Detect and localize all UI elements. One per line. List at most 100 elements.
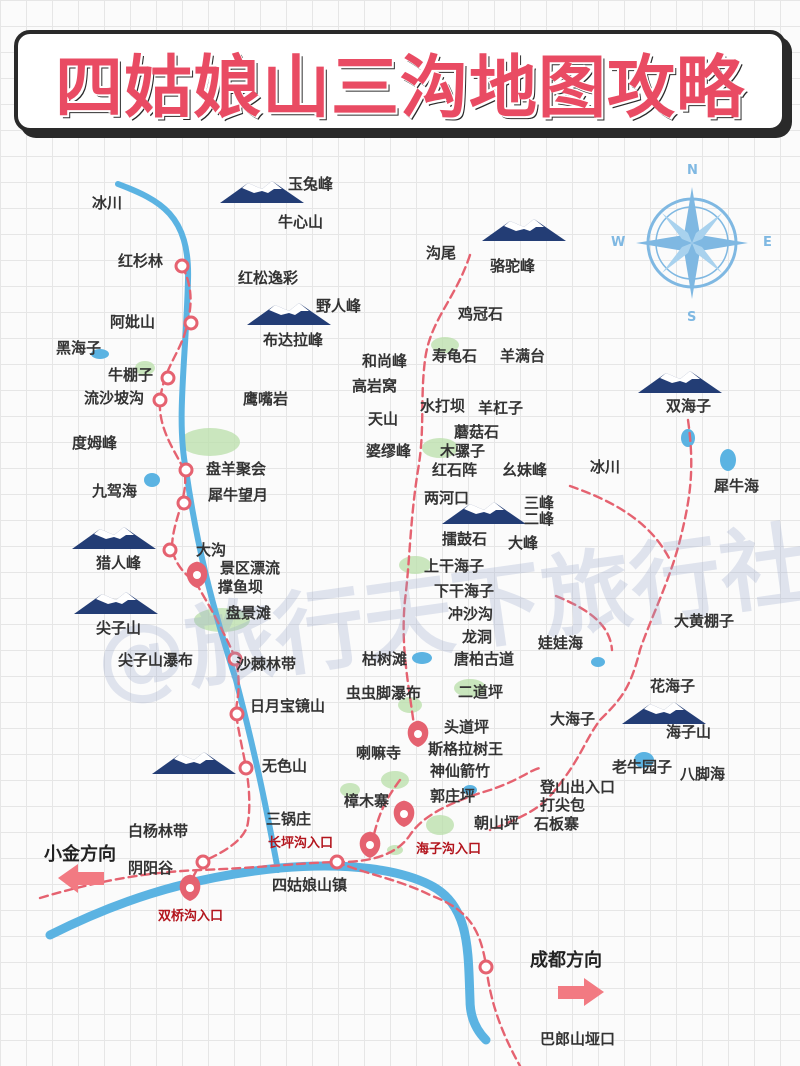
place-label: 尖子山 bbox=[96, 619, 142, 637]
place-label: 流沙坡沟 bbox=[84, 389, 145, 407]
place-label: 尖子山瀑布 bbox=[118, 651, 194, 669]
place-label: 鸡冠石 bbox=[458, 305, 504, 323]
compass-n-label: N bbox=[687, 163, 698, 178]
place-label: 阿妣山 bbox=[110, 313, 156, 331]
compass-rose-icon bbox=[636, 187, 748, 299]
place-label: 郭庄坪 bbox=[430, 787, 476, 805]
page-title: 四姑娘山三沟地图攻略 bbox=[54, 48, 745, 128]
place-label: 海子山 bbox=[666, 723, 712, 741]
place-label: 巴郎山垭口 bbox=[540, 1030, 616, 1048]
place-label: 犀牛海 bbox=[714, 477, 760, 495]
place-label: 三锅庄 bbox=[266, 810, 312, 828]
direction-xiaojin: 小金方向 bbox=[44, 844, 116, 865]
place-label: 和尚峰 bbox=[362, 352, 408, 370]
snow-mountain-icon bbox=[482, 219, 566, 241]
place-label: 喇嘛寺 bbox=[356, 744, 402, 762]
place-label: 骆驼峰 bbox=[490, 257, 536, 275]
place-label: 日月宝镜山 bbox=[250, 697, 326, 715]
direction-chengdu: 成都方向 bbox=[530, 950, 602, 971]
entrance-shuangqiao: 双桥沟入口 bbox=[158, 909, 224, 924]
place-label: 娃娃海 bbox=[538, 634, 584, 652]
place-label: 斯格拉树王 bbox=[428, 740, 504, 758]
arrow-right-icon bbox=[558, 978, 604, 1006]
place-label: 布达拉峰 bbox=[263, 331, 324, 349]
snow-mountain-icon bbox=[74, 592, 158, 614]
place-label: 四姑娘山镇 bbox=[272, 876, 348, 894]
compass-e-label: E bbox=[763, 235, 772, 250]
place-label: 下干海子 bbox=[434, 582, 495, 600]
pin-icon bbox=[359, 831, 381, 858]
pin-icon bbox=[179, 874, 201, 901]
place-label: 花海子 bbox=[650, 677, 696, 695]
place-label: 幺妹峰 bbox=[502, 461, 548, 479]
pin-markers bbox=[179, 561, 429, 901]
place-label: 寿龟石 bbox=[432, 347, 478, 365]
arrow-left-icon bbox=[58, 864, 104, 893]
place-label: 唐柏古道 bbox=[454, 650, 515, 668]
place-label: 大沟 bbox=[196, 541, 227, 559]
lakes bbox=[91, 349, 736, 795]
place-label: 大峰 bbox=[508, 534, 539, 552]
place-label: 犀牛望月 bbox=[208, 486, 269, 504]
entrance-haizi: 海子沟入口 bbox=[416, 842, 482, 857]
place-label: 沙棘林带 bbox=[236, 655, 297, 673]
place-label: 头道坪 bbox=[444, 718, 490, 736]
place-label: 双海子 bbox=[666, 397, 712, 415]
place-label: 打尖包 bbox=[540, 796, 586, 814]
place-label: 石板寨 bbox=[534, 815, 580, 833]
place-label: 高岩窝 bbox=[352, 377, 398, 395]
place-label: 冰川 bbox=[590, 458, 621, 476]
snow-mountain-icon bbox=[247, 303, 331, 325]
snow-mountain-icon bbox=[72, 527, 156, 549]
snow-mountain-icon bbox=[220, 181, 304, 203]
waypoints bbox=[152, 258, 494, 975]
place-label: 撑鱼坝 bbox=[218, 578, 264, 596]
place-label: 度姆峰 bbox=[72, 434, 118, 452]
place-label: 红杉林 bbox=[118, 252, 164, 270]
trails bbox=[38, 253, 693, 1066]
place-label: 大海子 bbox=[550, 710, 596, 728]
place-label: 黑海子 bbox=[56, 339, 102, 357]
place-label: 木骡子 bbox=[440, 442, 486, 460]
snow-mountain-icon bbox=[638, 371, 722, 393]
title-banner: 四姑娘山三沟地图攻略 bbox=[14, 30, 786, 132]
place-label: 红松逸彩 bbox=[238, 269, 299, 287]
snow-mountain-icon bbox=[442, 502, 526, 524]
place-label: 朝山坪 bbox=[474, 814, 520, 832]
place-label: 盘景滩 bbox=[226, 604, 272, 622]
place-label: 擂鼓石 bbox=[442, 530, 488, 548]
place-label: 樟木寨 bbox=[344, 792, 390, 810]
pin-icon bbox=[407, 720, 429, 747]
mountain-icons bbox=[72, 181, 722, 774]
place-label: 阴阳谷 bbox=[128, 859, 174, 877]
place-label: 龙洞 bbox=[462, 628, 493, 646]
place-label: 白杨林带 bbox=[128, 822, 189, 840]
place-label: 红石阵 bbox=[432, 461, 478, 479]
place-label: 盘羊聚会 bbox=[206, 460, 267, 478]
place-label: 上干海子 bbox=[424, 557, 485, 575]
place-label: 登山出入口 bbox=[540, 778, 616, 796]
place-label: 虫虫脚瀑布 bbox=[346, 684, 422, 702]
place-label: 二峰 bbox=[524, 510, 555, 528]
place-label: 八脚海 bbox=[680, 765, 726, 783]
place-label: 神仙箭竹 bbox=[430, 762, 491, 780]
place-label: 猎人峰 bbox=[96, 554, 142, 572]
pin-icon bbox=[186, 561, 208, 588]
place-label: 羊满台 bbox=[500, 347, 546, 365]
place-label: 玉兔峰 bbox=[288, 175, 334, 193]
place-label: 羊杠子 bbox=[478, 399, 524, 417]
compass-w-label: W bbox=[611, 235, 626, 250]
place-label: 景区漂流 bbox=[220, 559, 281, 577]
place-label: 九驾海 bbox=[92, 482, 138, 500]
place-label: 牛心山 bbox=[278, 213, 324, 231]
place-label: 两河口 bbox=[424, 489, 470, 507]
place-label: 二道坪 bbox=[458, 683, 504, 701]
place-label: 大黄棚子 bbox=[674, 612, 735, 630]
place-label: 沟尾 bbox=[426, 244, 457, 262]
place-label: 天山 bbox=[368, 410, 399, 428]
pin-icon bbox=[393, 800, 415, 827]
place-label: 鹰嘴岩 bbox=[243, 390, 289, 408]
place-label: 无色山 bbox=[262, 757, 308, 775]
